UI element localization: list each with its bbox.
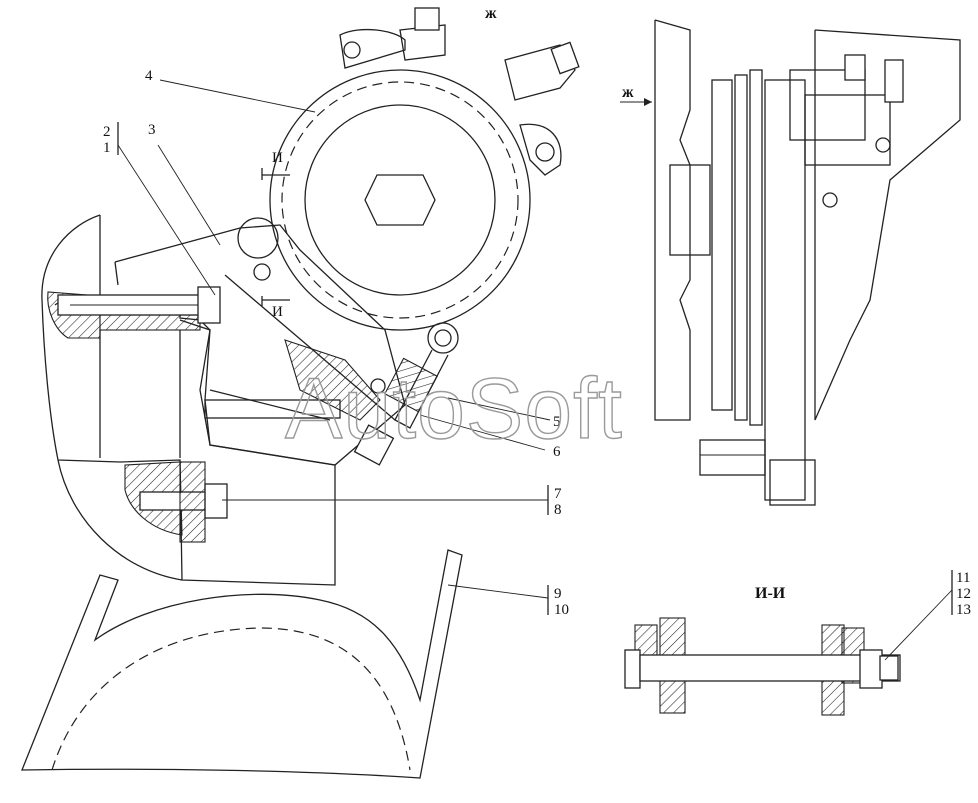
main-view: [21, 7, 580, 779]
leader-lines: [117, 79, 953, 661]
view-arrow-label: ж: [622, 84, 634, 101]
bolt-lower-head: [204, 483, 228, 519]
callout-4: 4: [145, 68, 153, 84]
cut-mark-top: И: [272, 150, 283, 166]
section-ii: [624, 617, 901, 716]
callout-13: 13: [956, 602, 971, 618]
adjust-bolt: [353, 322, 459, 466]
callout-2: 2: [103, 124, 111, 140]
callout-7: 7: [554, 486, 562, 502]
watermark: AutoSoft: [285, 361, 623, 457]
compressor-pulley-outer: [269, 69, 531, 331]
cut-mark-bottom: И: [272, 304, 283, 320]
view-label-zh: ж: [485, 5, 497, 22]
callout-5: 5: [553, 414, 561, 430]
callout-11: 11: [956, 570, 970, 586]
compressor-pulley-dashed: [281, 81, 519, 319]
callout-6: 6: [553, 444, 561, 460]
callout-3: 3: [148, 122, 156, 138]
lower-shroud: [21, 549, 463, 779]
labels: ж И-И ж И И 4 2 1 3 5 6 7 8 9 10 11 12 1…: [103, 5, 971, 618]
callout-1: 1: [103, 140, 111, 156]
callout-8: 8: [554, 502, 562, 518]
compressor: [237, 7, 580, 331]
pulley-nut: [364, 174, 436, 226]
callout-10: 10: [554, 602, 569, 618]
bolt-upper-head: [197, 286, 221, 324]
section-title: И-И: [755, 585, 786, 602]
callout-9: 9: [554, 586, 562, 602]
pivot-bolt: [237, 217, 279, 259]
side-view: [654, 19, 961, 506]
callout-12: 12: [956, 586, 971, 602]
